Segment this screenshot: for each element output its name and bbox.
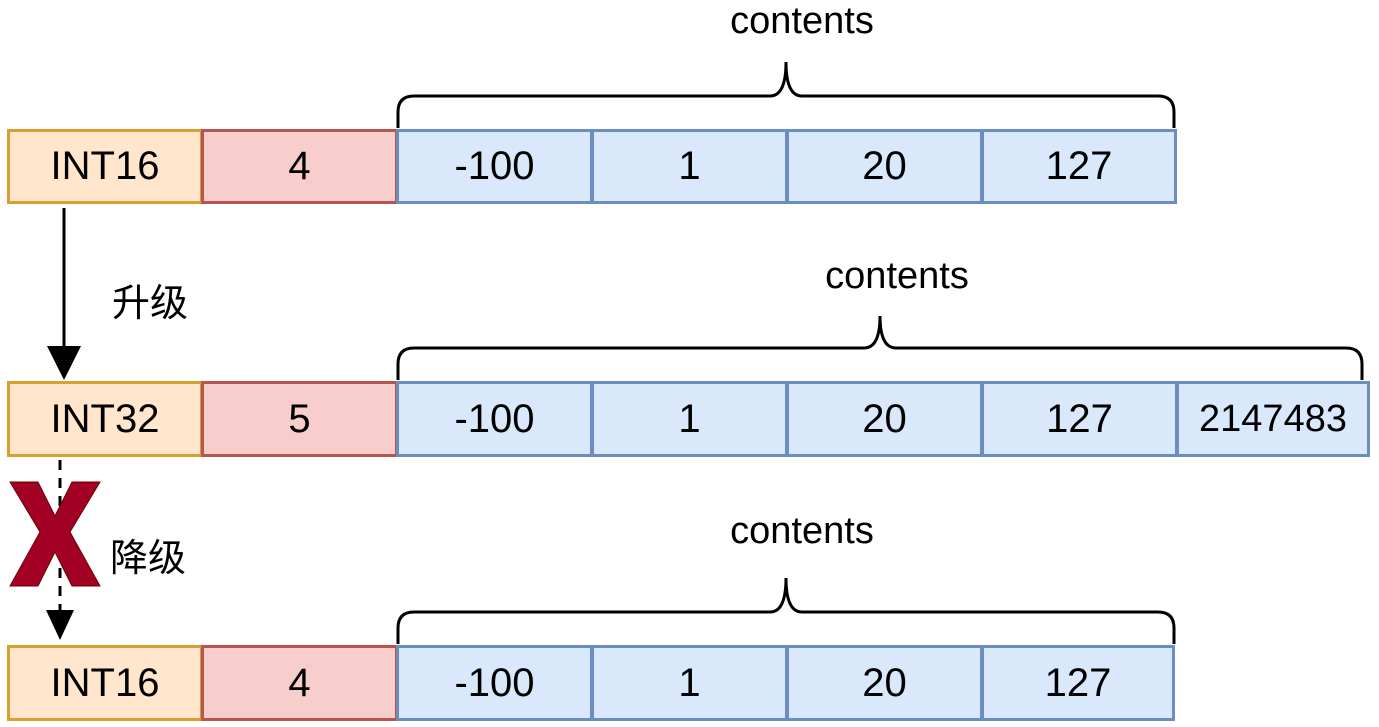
length-cell-row3: 4 bbox=[201, 645, 398, 721]
content-item: 20 bbox=[786, 645, 983, 721]
contents-label-row3: contents bbox=[730, 510, 874, 552]
upgrade-label: 升级 bbox=[112, 283, 189, 325]
x-cross-icon bbox=[9, 481, 101, 587]
content-item: -100 bbox=[396, 645, 593, 721]
content-item: -100 bbox=[396, 381, 593, 457]
contents-label-row1: contents bbox=[730, 0, 874, 42]
content-item: 20 bbox=[786, 129, 983, 204]
contents-label-row2: contents bbox=[825, 255, 969, 297]
encoding-cell-row2: INT32 bbox=[7, 381, 203, 457]
content-item: 2147483 bbox=[1176, 381, 1370, 457]
upgrade-arrow-icon bbox=[47, 208, 81, 380]
content-item: 1 bbox=[591, 129, 788, 204]
content-item: 127 bbox=[981, 381, 1178, 457]
content-item: 20 bbox=[786, 381, 983, 457]
contents-brace-row2 bbox=[396, 315, 1364, 380]
content-item: 127 bbox=[981, 645, 1175, 721]
contents-brace-row3 bbox=[396, 577, 1176, 644]
contents-brace-row1 bbox=[396, 61, 1176, 128]
content-item: 127 bbox=[981, 129, 1177, 204]
downgrade-label: 降级 bbox=[110, 538, 187, 580]
encoding-cell-row3: INT16 bbox=[7, 645, 203, 721]
encoding-cell-row1: INT16 bbox=[7, 129, 203, 204]
content-item: -100 bbox=[396, 129, 593, 204]
